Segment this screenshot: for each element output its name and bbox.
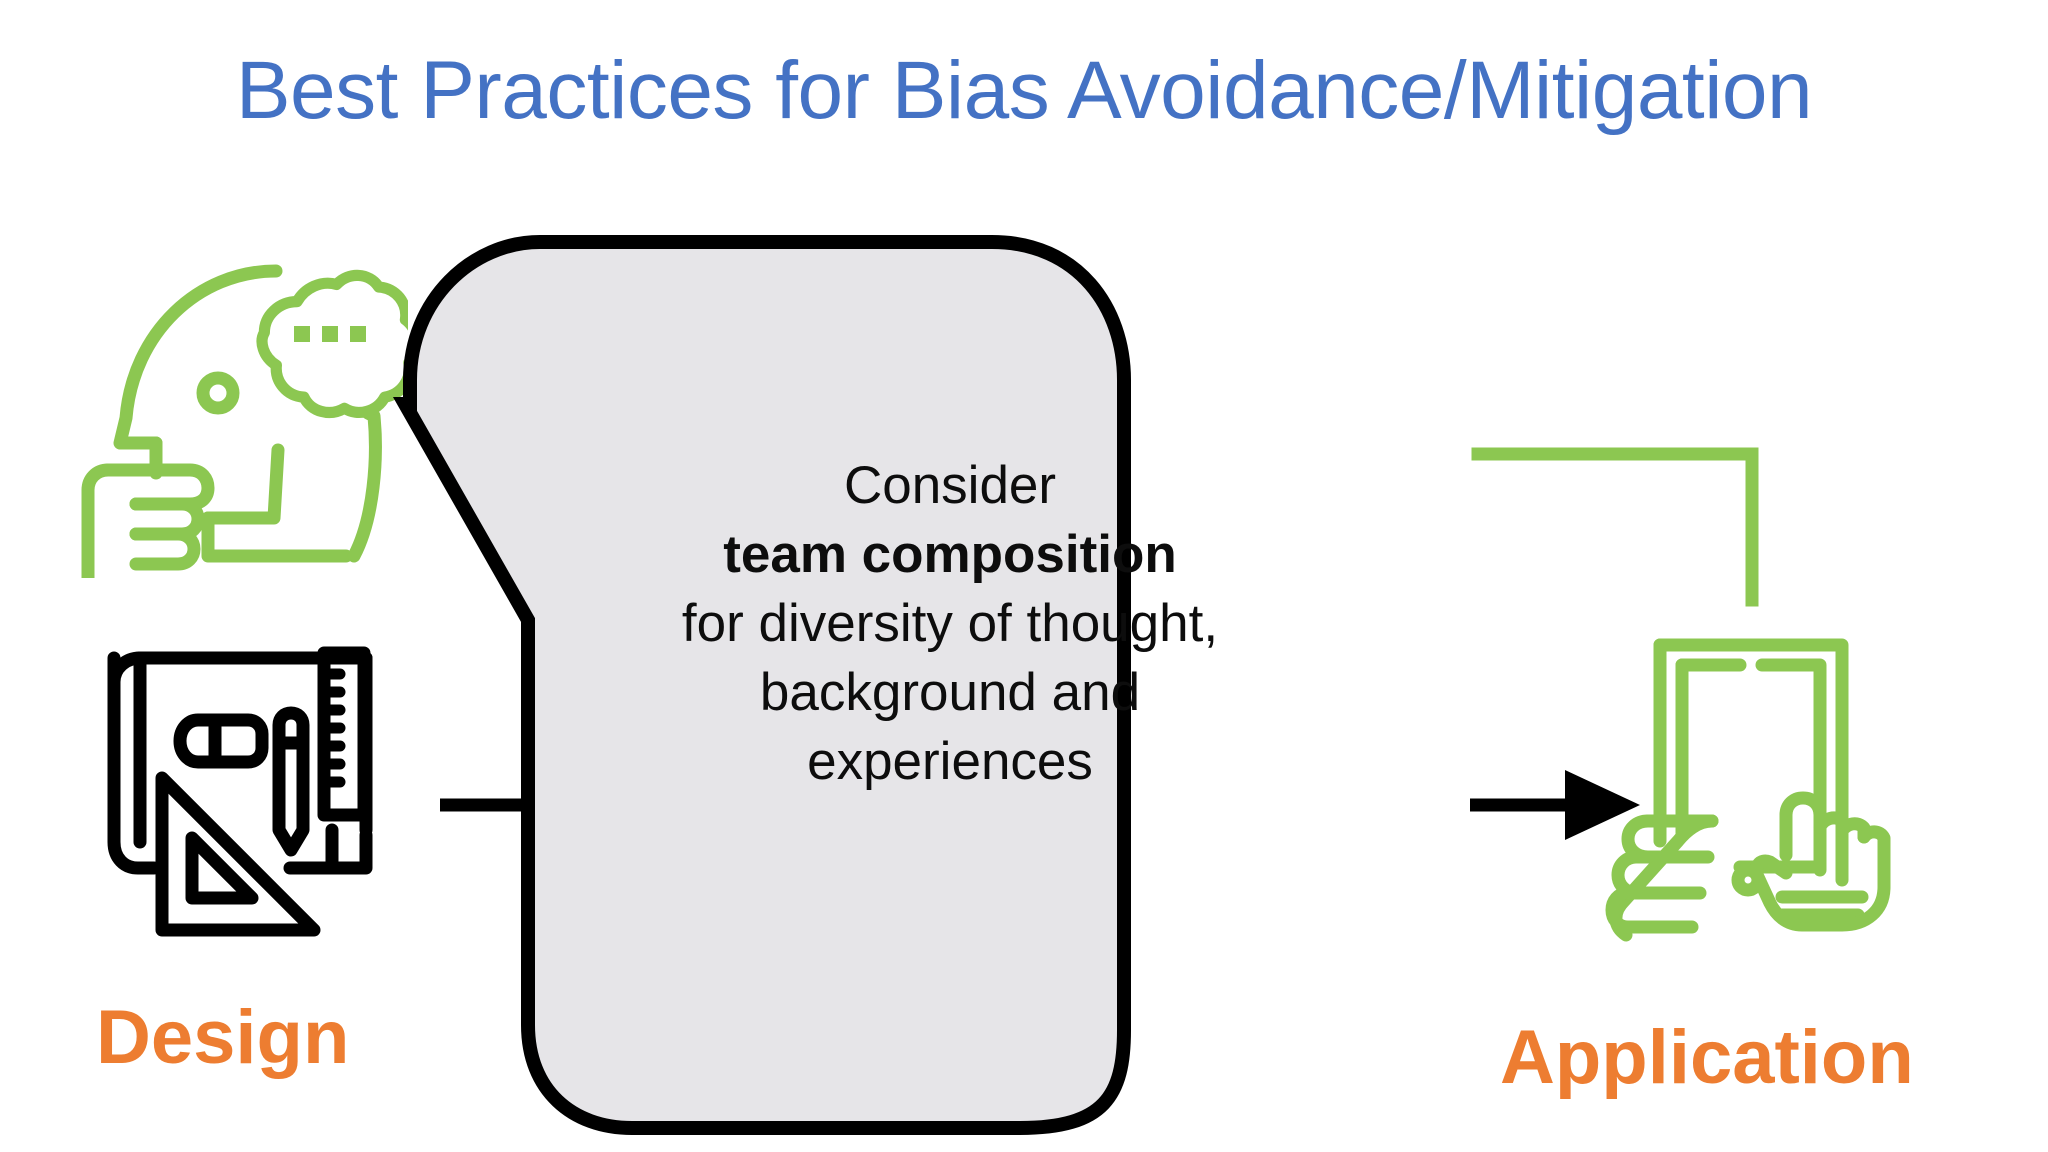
best-practice-callout: [392, 235, 1131, 1135]
stage-label-application: Application: [1500, 1015, 1914, 1100]
tablet-touch-icon: [1590, 615, 1910, 955]
callout-line-5: experiences: [807, 731, 1093, 791]
callout-line-3: for diversity of thought,: [681, 593, 1219, 653]
callout-line-4: background and: [759, 662, 1141, 722]
callout-shape: [392, 235, 1131, 1135]
callout-line-1: Consider: [843, 456, 1057, 515]
callout-text: Consider team composition for diversity …: [560, 452, 1340, 796]
stage-label-design: Design: [96, 995, 350, 1080]
blueprint-tools-icon: [70, 630, 400, 960]
thinking-head-icon: [78, 238, 408, 578]
callout-line-2: team composition: [723, 524, 1177, 584]
callout-to-application-green-elbow: [1471, 447, 1759, 607]
page-title: Best Practices for Bias Avoidance/Mitiga…: [235, 45, 1813, 136]
